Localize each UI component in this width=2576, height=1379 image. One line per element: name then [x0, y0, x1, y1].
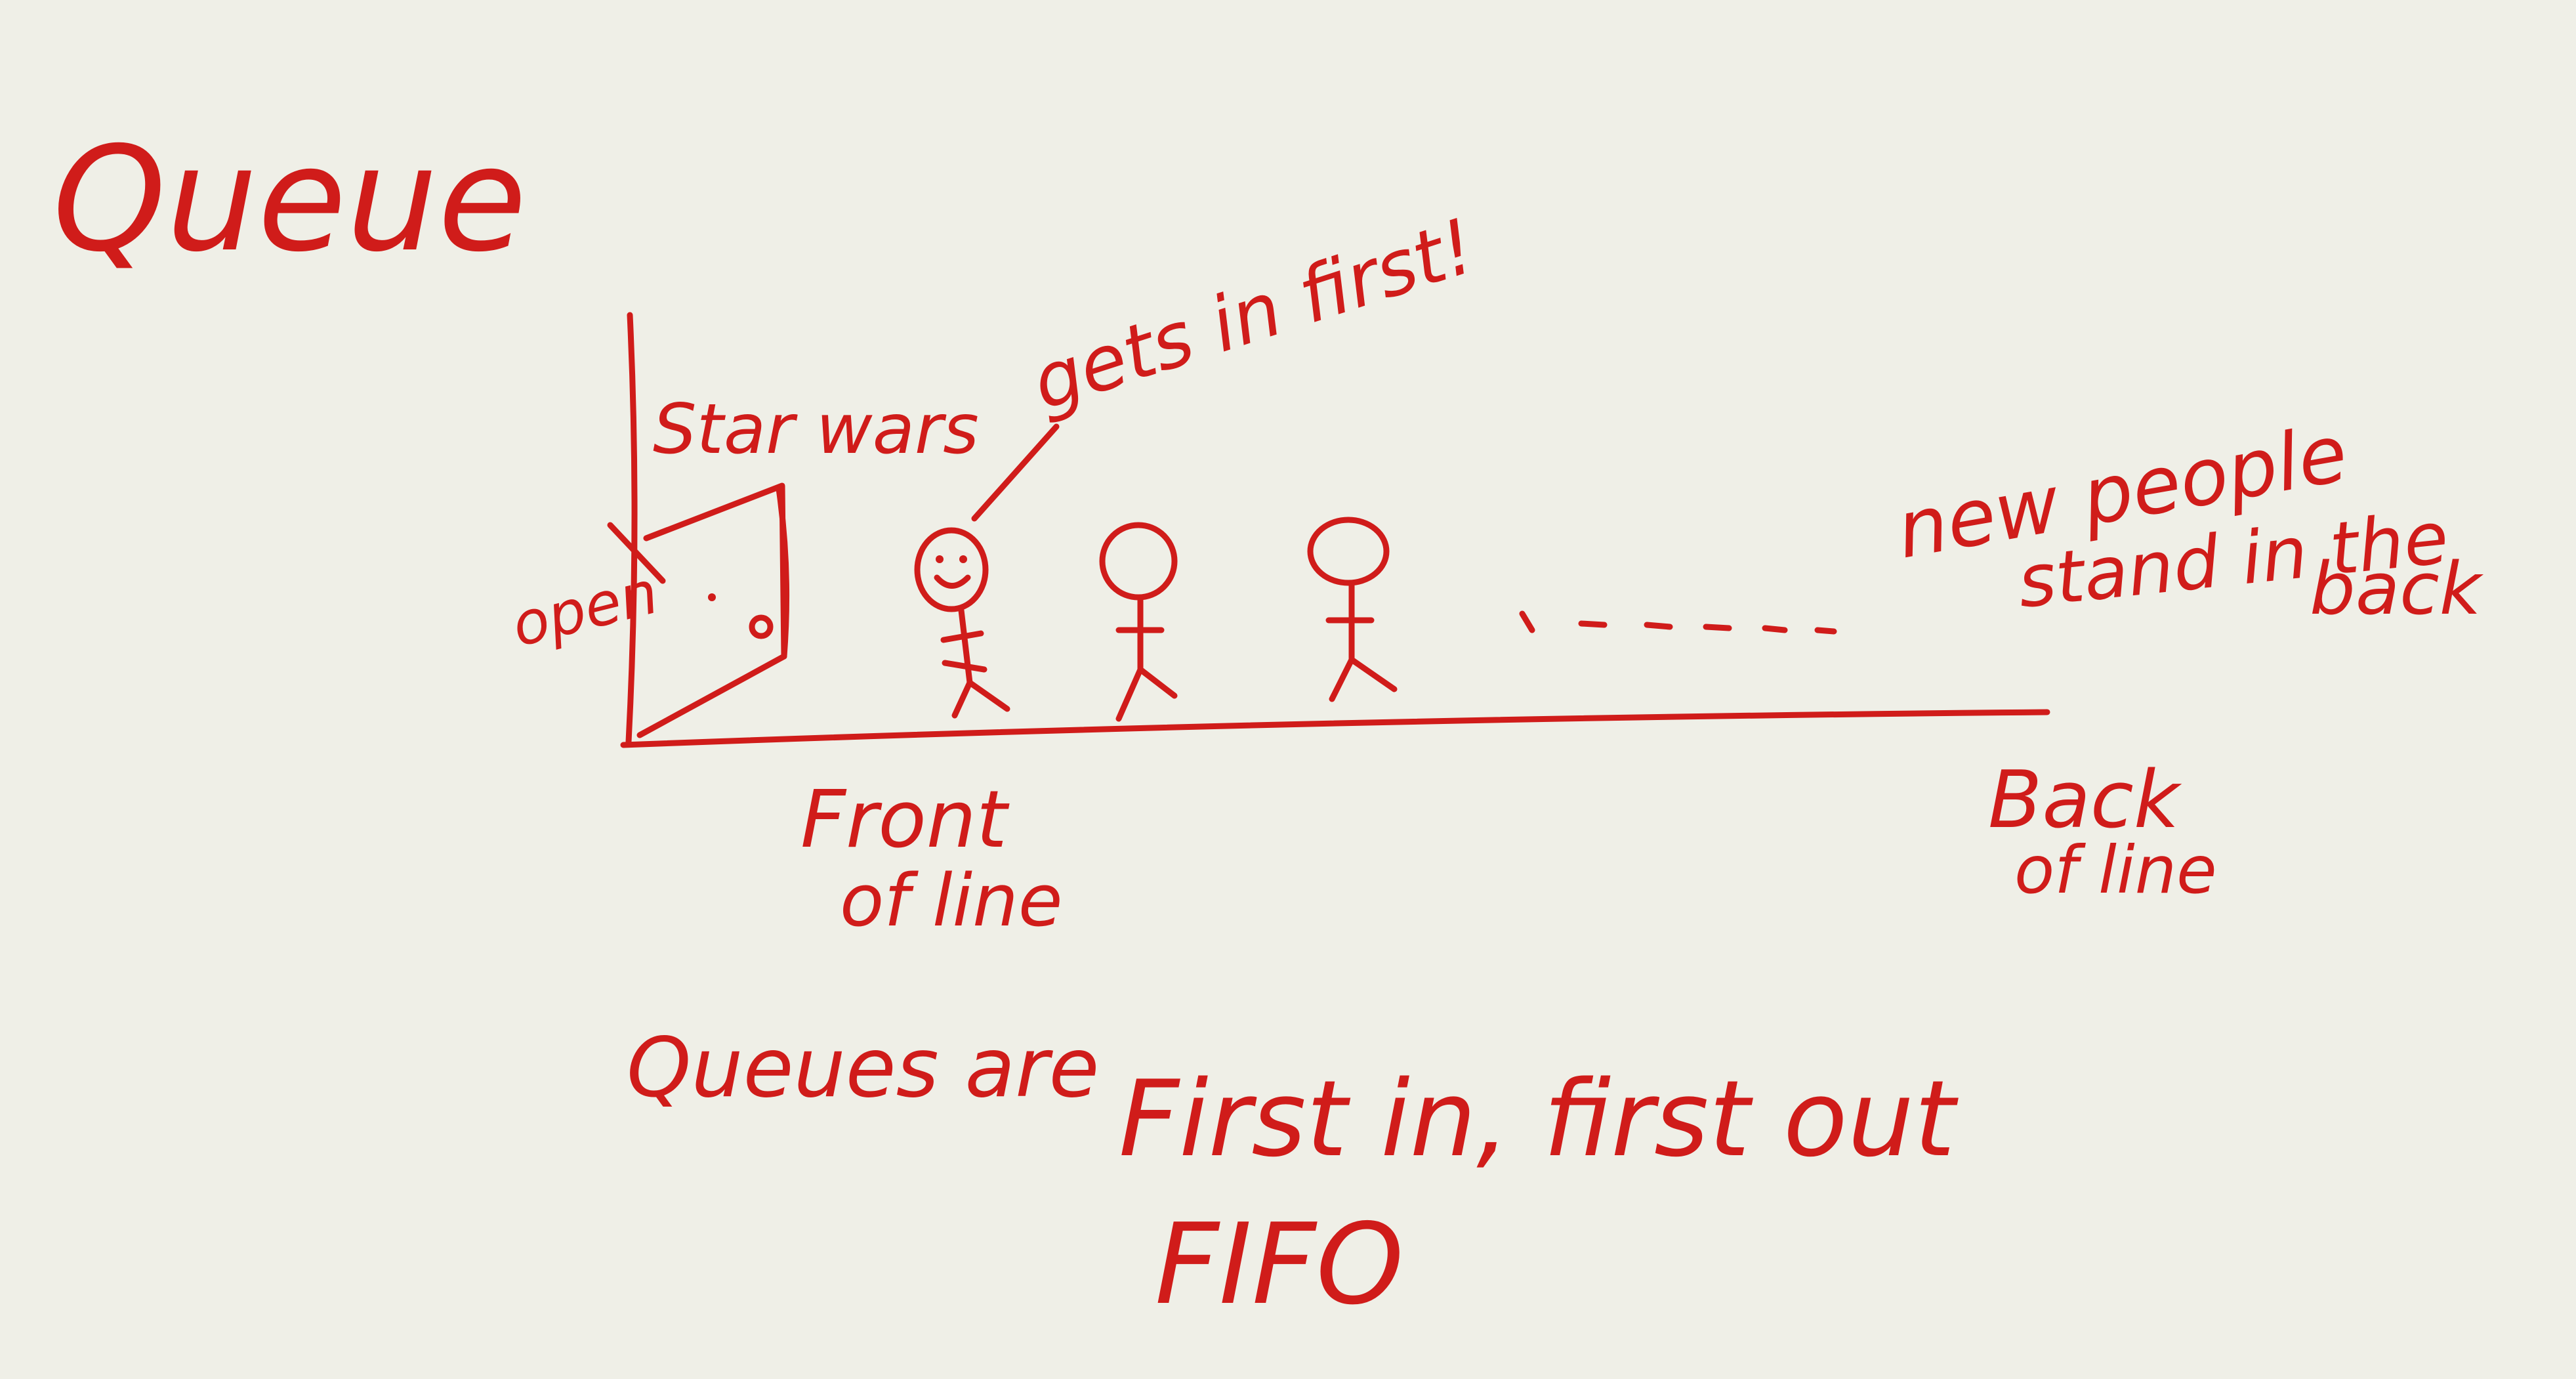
new-people-line3: back — [2310, 547, 2484, 631]
summary-line2: First in, first out — [1119, 1057, 1959, 1180]
person-third-in-line — [1307, 517, 1398, 702]
door-dot — [708, 593, 716, 601]
summary-line1: Queues are — [627, 1021, 1099, 1116]
queue-ground-line — [620, 709, 2050, 748]
front-label-line1: Front — [800, 774, 1010, 866]
front-label-line2: of line — [840, 859, 1063, 943]
smile — [934, 574, 971, 589]
back-of-line-label: Back of line — [1988, 755, 2217, 908]
person-second-in-line — [1099, 522, 1178, 722]
theater-wall — [625, 312, 638, 745]
new-people-note: new people stand in the back — [1890, 408, 2484, 631]
door-knob — [749, 614, 774, 639]
back-label-line1: Back — [1988, 755, 2182, 846]
door-open-label: open — [505, 558, 665, 660]
first-person-note: gets in first! — [1022, 202, 1485, 428]
queue-continuation-dots — [1519, 610, 1837, 635]
back-label-line2: of line — [2014, 832, 2217, 908]
theater-door — [607, 482, 790, 738]
title-text: Queue — [52, 116, 527, 284]
first-person-pointer — [971, 423, 1060, 522]
theater-label: Star wars — [653, 389, 979, 469]
front-of-line-label: Front of line — [800, 774, 1063, 943]
person-first-in-line — [914, 527, 1010, 719]
acronym-fifo: FIFO — [1155, 1200, 1404, 1330]
